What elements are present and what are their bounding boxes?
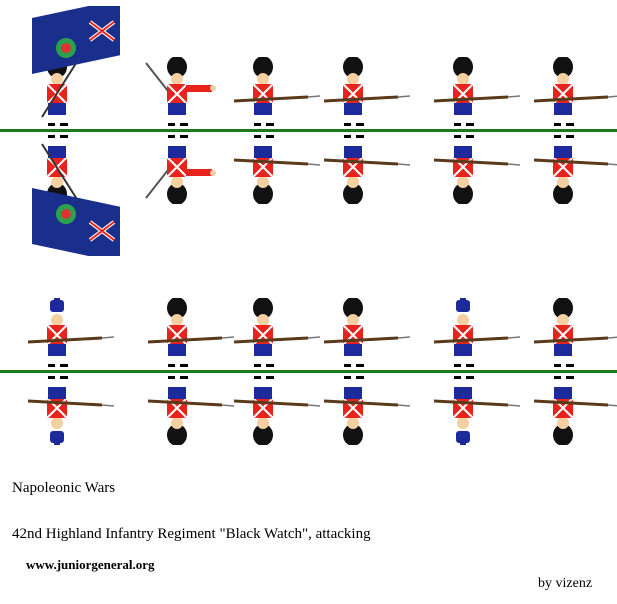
figure-row1-5-back <box>433 135 521 204</box>
figure-row1-3-back <box>233 135 321 204</box>
regimental-colour-flag-front <box>32 6 120 74</box>
figure-row2-4-front <box>323 298 411 367</box>
website-link[interactable]: www.juniorgeneral.org <box>26 557 155 572</box>
figure-row1-2-front <box>145 57 216 126</box>
figure-row2-3-front <box>233 298 321 367</box>
figure-row1-5-front <box>433 57 521 126</box>
figure-row1-6-back <box>533 135 617 204</box>
figure-row2-5-front <box>433 298 521 367</box>
figure-row2-2-back <box>147 376 235 445</box>
figure-row2-1-back <box>27 376 115 445</box>
fold-line-bottom <box>0 370 617 373</box>
period-title: Napoleonic Wars <box>12 480 116 496</box>
figure-row1-2-back <box>145 135 216 204</box>
figure-row1-4-back <box>323 135 411 204</box>
figure-row2-4-back <box>323 376 411 445</box>
figure-row2-1-front <box>27 298 115 367</box>
figure-row1-4-front <box>323 57 411 126</box>
figure-row1-6-front <box>533 57 617 126</box>
figure-row2-2-front <box>147 298 235 367</box>
figure-row1-3-front <box>233 57 321 126</box>
fold-line-top <box>0 129 617 132</box>
regimental-colour-flag-back <box>32 188 120 256</box>
author-credit: by vizenz <box>538 576 593 591</box>
figure-row2-6-front <box>533 298 617 367</box>
unit-title: 42nd Highland Infantry Regiment "Black W… <box>12 526 371 542</box>
figure-row2-5-back <box>433 376 521 445</box>
figure-row2-3-back <box>233 376 321 445</box>
figure-row2-6-back <box>533 376 617 445</box>
